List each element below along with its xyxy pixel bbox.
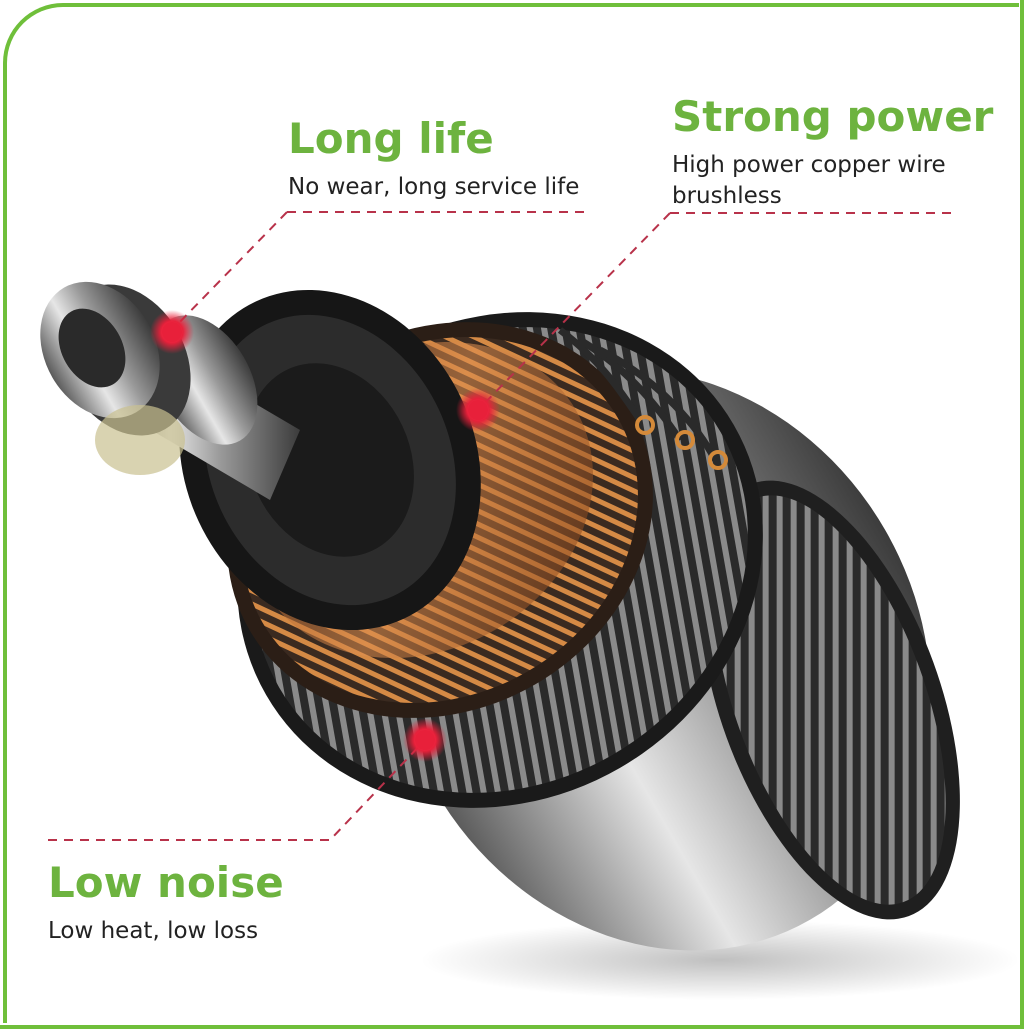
callout-long-life-text: No wear, long service life [288,174,580,200]
wire-leads [557,327,719,462]
callout-low-noise-text: Low heat, low loss [48,918,259,944]
callout-low-noise-title: Low noise [48,858,284,907]
leader-lines [48,211,952,841]
callout-strong-power-title: Strong power [672,92,994,141]
highlight-markers [150,310,500,762]
card-frame [3,3,1019,1023]
wire-terminals [635,415,728,470]
shaft [40,281,300,500]
callout-long-life: Long life No wear, long service life [288,118,579,203]
leader-long-life [171,211,590,331]
card-frame-right-edge [1020,0,1024,1029]
leader-low-noise [48,739,426,841]
card-frame-bottom-edge [0,1025,1024,1029]
callout-strong-power: Strong power High power copper wire brus… [672,96,993,212]
callout-strong-power-line1: High power copper wire [672,152,946,178]
callout-long-life-title: Long life [288,114,494,163]
leader-strong-power [477,212,952,411]
end-plate [179,289,481,631]
callout-low-noise: Low noise Low heat, low loss [48,862,284,947]
callout-strong-power-text: High power copper wire brushless [672,150,993,212]
drop-shadow [420,920,1020,1000]
callout-strong-power-line2: brushless [672,183,782,210]
